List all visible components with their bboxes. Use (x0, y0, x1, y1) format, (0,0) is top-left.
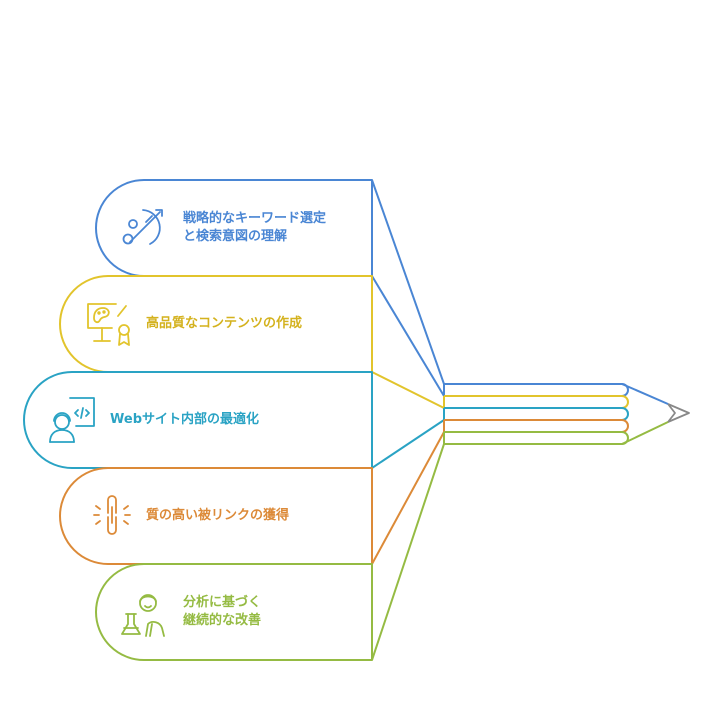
pencil-band-4 (59, 419, 629, 565)
pencil-band-2 (59, 275, 629, 409)
monitor-award-icon (87, 303, 130, 346)
label-onsite-optimization: Webサイト内部の最適化 (110, 411, 259, 429)
label-line: 戦略的なキーワード選定 (183, 211, 327, 226)
pencil-band-1 (95, 179, 669, 405)
developer-code-icon (49, 397, 95, 443)
scientist-flask-icon (121, 594, 165, 637)
archery-target-icon (122, 209, 163, 245)
label-quality-content: 高品質なコンテンツの作成 (146, 315, 302, 333)
label-continuous-improvement: 分析に基づく 継続的な改善 (183, 594, 261, 630)
label-line: 質の高い被リンクの獲得 (146, 508, 290, 523)
label-line: Webサイト内部の最適化 (110, 412, 259, 427)
label-backlinks: 質の高い被リンクの獲得 (146, 507, 289, 525)
label-line: 分析に基づく (183, 595, 262, 610)
pencil-lead-tip (667, 403, 690, 423)
pencil-band-3 (23, 371, 629, 469)
label-line: 高品質なコンテンツの作成 (146, 316, 303, 331)
label-line: 継続的な改善 (183, 613, 262, 628)
label-line: と検索意図の理解 (183, 229, 288, 244)
label-keyword-research: 戦略的なキーワード選定 と検索意図の理解 (183, 210, 326, 246)
pencil-band-5 (95, 421, 669, 661)
chain-link-icon (93, 495, 131, 535)
